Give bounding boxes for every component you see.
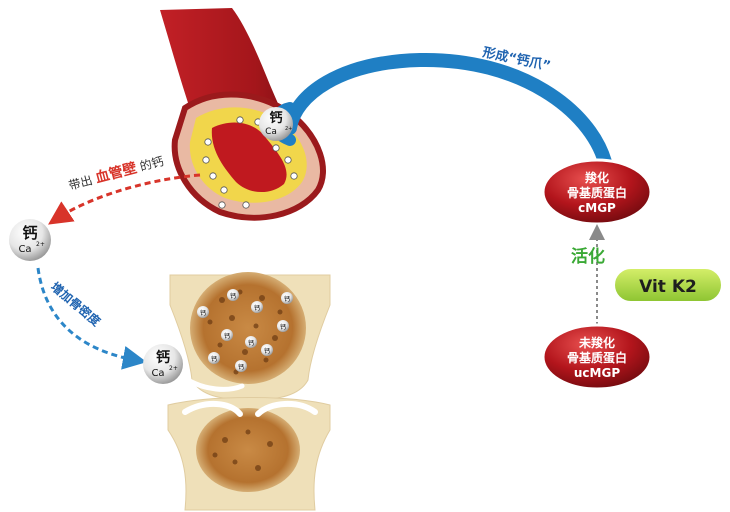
svg-text:骨基质蛋白: 骨基质蛋白 (567, 185, 627, 200)
calcium-ball-bone: 钙 Ca 2+ (143, 344, 183, 384)
svg-text:钙: 钙 (284, 295, 290, 303)
ucmgp-badge: 未羧化 骨基质蛋白 ucMGP (541, 323, 653, 391)
svg-text:Vit K2: Vit K2 (639, 277, 697, 297)
svg-text:钙: 钙 (280, 323, 286, 331)
svg-text:2+: 2+ (169, 365, 178, 372)
svg-text:Ca: Ca (18, 244, 31, 255)
svg-text:Ca: Ca (265, 127, 277, 137)
increase-density-label: 增加骨密度 (48, 279, 104, 330)
svg-text:钙: 钙 (264, 347, 270, 355)
svg-text:钙: 钙 (156, 349, 170, 366)
calcium-ball-vessel: 钙 Ca 2+ (259, 107, 293, 141)
svg-text:钙: 钙 (238, 363, 244, 371)
calcium-ball-left: 钙 Ca 2+ (9, 219, 51, 261)
svg-text:骨基质蛋白: 骨基质蛋白 (567, 350, 627, 365)
svg-text:钙: 钙 (211, 355, 217, 363)
svg-text:羧化: 羧化 (585, 170, 609, 185)
bone-calcium-dots: 钙 钙 钙 钙 钙 钙 钙 钙 钙 钙 (197, 289, 293, 372)
svg-text:未羧化: 未羧化 (578, 335, 615, 350)
svg-text:钙: 钙 (22, 224, 37, 242)
svg-text:2+: 2+ (36, 241, 45, 248)
vitk2-pill: Vit K2 (613, 267, 723, 303)
bone-joint: 钙 钙 钙 钙 钙 钙 钙 钙 钙 钙 (167, 272, 331, 511)
svg-text:cMGP: cMGP (578, 201, 616, 215)
claw-arc (283, 52, 612, 169)
svg-text:钙: 钙 (248, 339, 254, 347)
carry-out-label: 带出 血管壁 的钙 (67, 152, 166, 194)
svg-text:ucMGP: ucMGP (574, 366, 620, 380)
svg-text:钙: 钙 (200, 309, 206, 317)
carry-out-arrow (48, 173, 201, 225)
svg-text:钙: 钙 (224, 332, 230, 340)
svg-text:钙: 钙 (230, 292, 236, 300)
activate-label: 活化 (571, 246, 605, 267)
cmgp-badge: 羧化 骨基质蛋白 cMGP (541, 158, 653, 226)
svg-text:钙: 钙 (254, 304, 260, 312)
svg-text:Ca: Ca (151, 368, 164, 379)
increase-density-arrow (36, 267, 147, 370)
plaque-calcium-dots (202, 116, 298, 209)
svg-text:钙: 钙 (269, 110, 282, 126)
svg-text:2+: 2+ (285, 126, 292, 132)
